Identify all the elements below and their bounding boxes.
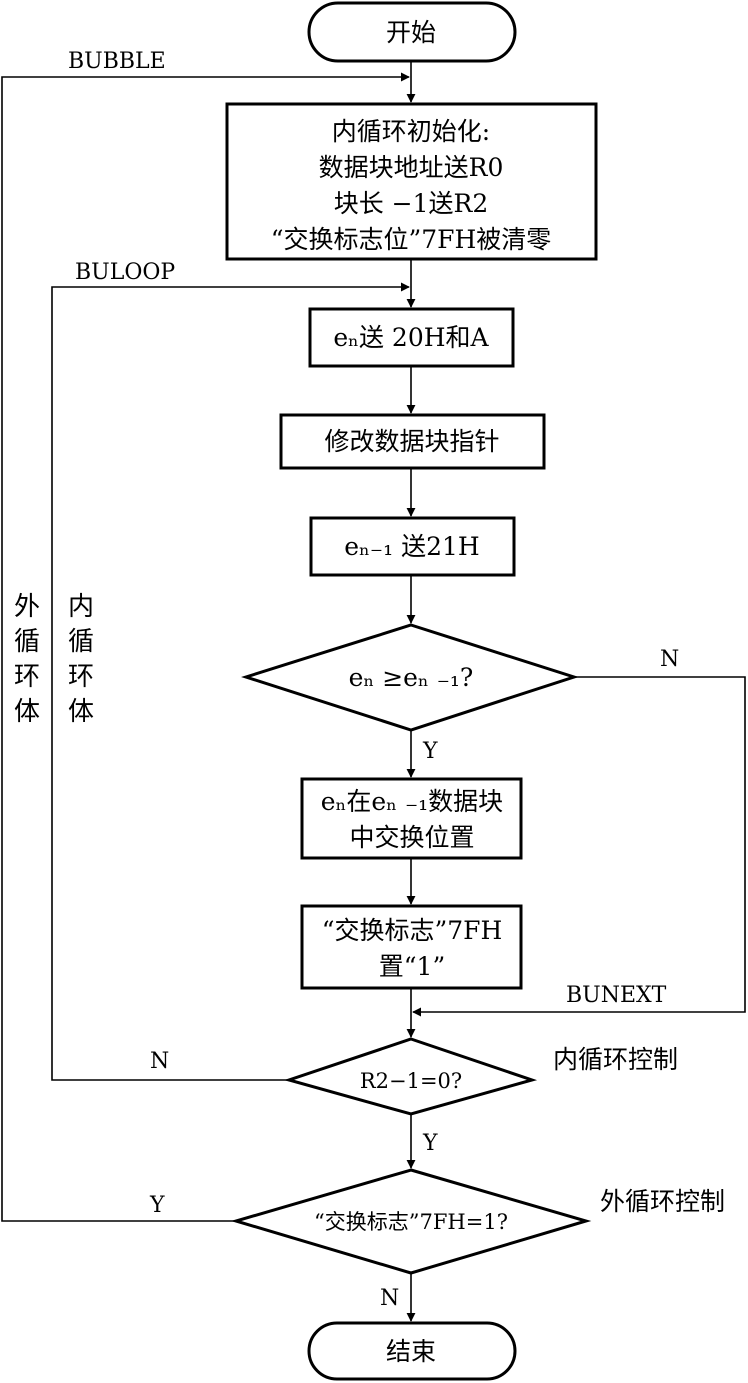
inner-yes-label: Y [422, 1131, 438, 1156]
set-flag-line-1: “交换标志”7FH [322, 916, 503, 945]
send-en-box [308, 307, 515, 368]
outer-check-diamond [230, 1168, 592, 1275]
outer-no-label: N [380, 1286, 399, 1311]
modify-ptr-label: 修改数据块指针 [324, 427, 499, 456]
send-en1-box [309, 516, 516, 577]
outer-check-label: “交换标志”7FH=1? [314, 1210, 508, 1234]
send-en1-node: eₙ₋₁ 送21H [309, 516, 516, 577]
swap-node: eₙ在eₙ ₋₁数据块 中交换位置 [300, 777, 523, 860]
outer-yes-label: Y [149, 1193, 165, 1218]
inner-no-label: N [150, 1049, 169, 1074]
edge-compare-no-to-bunext [412, 676, 746, 1017]
inner-check-diamond [283, 1037, 538, 1116]
modify-ptr-box [279, 413, 546, 470]
buloop-label: BULOOP [75, 260, 175, 285]
send-en1-label: eₙ₋₁ 送21H [344, 532, 479, 561]
compare-diamond [241, 623, 579, 732]
send-en-node: eₙ送 20H和A [308, 307, 515, 368]
end-node: 结束 [307, 1321, 517, 1381]
compare-node: eₙ ≥eₙ ₋₁? [241, 623, 579, 732]
compare-label: eₙ ≥eₙ ₋₁? [349, 663, 474, 692]
inner-control-label: 内循环控制 [553, 1045, 678, 1074]
start-node: 开始 [307, 1, 517, 63]
inner-body-char: 体 [68, 697, 94, 727]
set-flag-node: “交换标志”7FH 置“1” [300, 904, 523, 990]
outer-control-label: 外循环控制 [600, 1187, 725, 1216]
swap-box [300, 777, 523, 860]
inner-body-char: 内 [68, 592, 94, 622]
edge-labels: BUBBLE BULOOP BUNEXT N Y N Y Y N 内循环控制 外… [68, 49, 725, 1311]
init-node: 内循环初始化: 数据块地址送R0 块长 −1送R2 “交换标志位”7FH被清零 [225, 102, 598, 261]
init-box [225, 102, 598, 261]
init-line-1: 内循环初始化: [332, 117, 490, 146]
init-line-3: 块长 −1送R2 [334, 189, 489, 218]
bunext-label: BUNEXT [566, 983, 667, 1008]
bubble-label: BUBBLE [68, 49, 166, 74]
inner-body-char: 循 [68, 627, 94, 657]
outer-check-node: “交换标志”7FH=1? [230, 1168, 592, 1275]
set-flag-line-2: 置“1” [379, 952, 445, 981]
connectors [1, 62, 746, 1322]
outer-body-char: 外 [14, 592, 40, 622]
outer-body-char: 环 [14, 662, 40, 692]
set-flag-box [300, 904, 523, 990]
compare-yes-label: Y [422, 739, 438, 764]
inner-check-node: R2−1=0? [283, 1037, 538, 1116]
compare-no-label: N [660, 647, 679, 672]
modify-ptr-node: 修改数据块指针 [279, 413, 546, 470]
end-label: 结束 [386, 1337, 436, 1366]
init-line-2: 数据块地址送R0 [319, 153, 504, 182]
edge-inner-no-to-buloop [51, 282, 410, 1081]
start-label: 开始 [386, 18, 436, 47]
init-line-4: “交换标志位”7FH被清零 [271, 225, 552, 254]
end-terminator [307, 1321, 517, 1381]
inner-body-char: 环 [68, 662, 94, 692]
swap-line-1: eₙ在eₙ ₋₁数据块 [321, 787, 503, 816]
start-terminator [307, 1, 517, 63]
edge-outer-yes-to-bubble [1, 72, 410, 1222]
outer-body-label: 外 循 环 体 [14, 592, 40, 727]
swap-line-2: 中交换位置 [349, 823, 474, 852]
outer-body-char: 体 [14, 697, 40, 727]
outer-body-char: 循 [14, 627, 40, 657]
inner-check-label: R2−1=0? [360, 1069, 462, 1093]
inner-body-label: 内 循 环 体 [68, 592, 94, 727]
send-en-label: eₙ送 20H和A [333, 323, 489, 352]
